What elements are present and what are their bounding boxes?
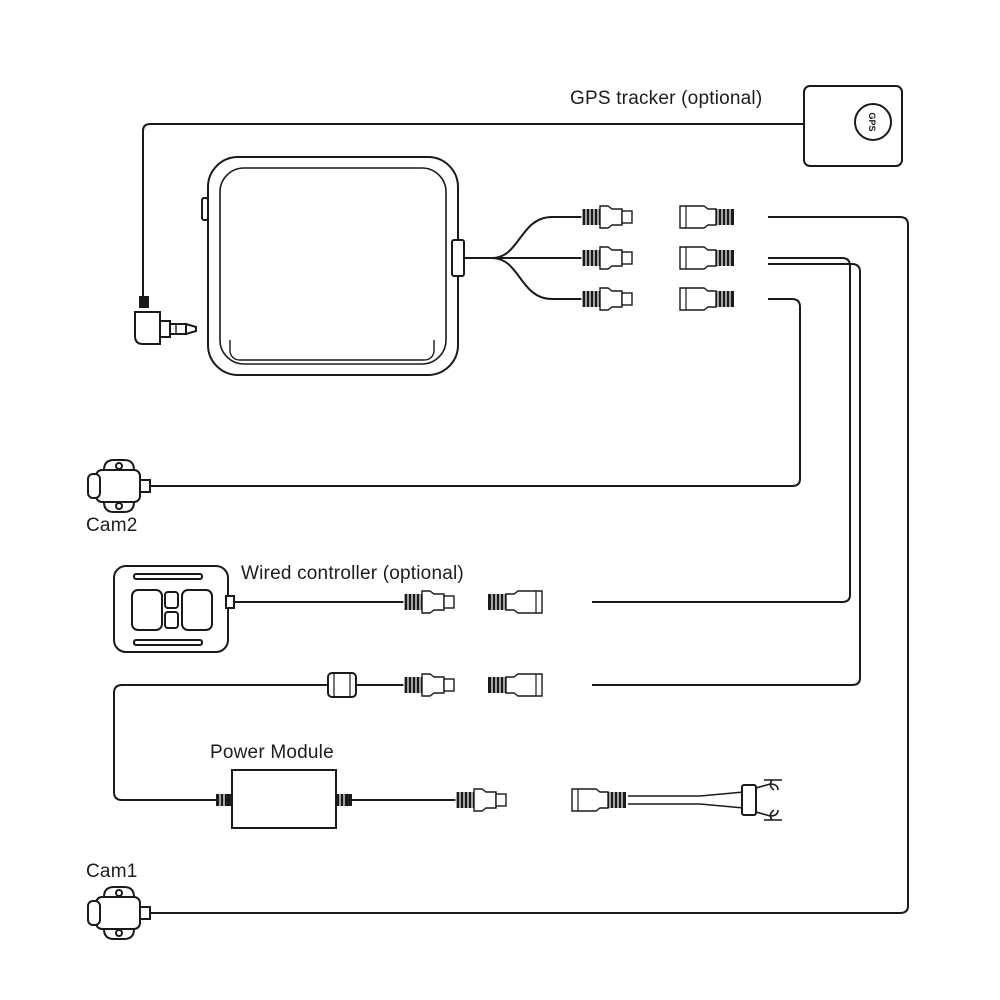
connector-mid-male (581, 246, 633, 270)
connector-bottom-male (581, 287, 633, 311)
power-output-connectors (455, 788, 627, 812)
battery-lead (628, 791, 745, 809)
harness-branch-bottom (491, 257, 582, 300)
fork-terminal-icon (741, 779, 782, 821)
power-branch-connectors (403, 673, 543, 697)
cam1-label: Cam1 (86, 861, 138, 882)
camera-icon (87, 886, 151, 940)
wired-controller-label: Wired controller (optional) (241, 563, 464, 584)
cam2-label: Cam2 (86, 515, 138, 536)
connector-bottom-female (679, 287, 735, 311)
power-module-label: Power Module (210, 742, 334, 763)
dvr-main-unit-icon (201, 156, 465, 376)
cam2-cable (148, 298, 801, 487)
controller-cable (592, 257, 851, 603)
harness-connectors (581, 205, 735, 311)
power-branch-cable (592, 263, 861, 686)
gps-cable (142, 123, 806, 298)
harness-branch-top (491, 216, 582, 259)
gps-tracker-label: GPS tracker (optional) (570, 88, 763, 109)
connector-top-female (679, 205, 735, 229)
controller-connectors (403, 590, 543, 614)
cam1-cable (148, 216, 909, 914)
connector-mid-female (679, 246, 735, 270)
connector-top-male (581, 205, 633, 229)
power-module-icon (216, 769, 352, 829)
audio-jack-plug-icon (134, 296, 197, 345)
wired-controller-icon (113, 565, 235, 653)
ferrite-bead-icon (327, 672, 357, 698)
gps-badge-label: GPS (867, 112, 877, 131)
cables (113, 123, 909, 914)
camera-icon (87, 459, 151, 513)
gps-tracker-icon (803, 85, 903, 167)
power-lead (113, 684, 404, 801)
